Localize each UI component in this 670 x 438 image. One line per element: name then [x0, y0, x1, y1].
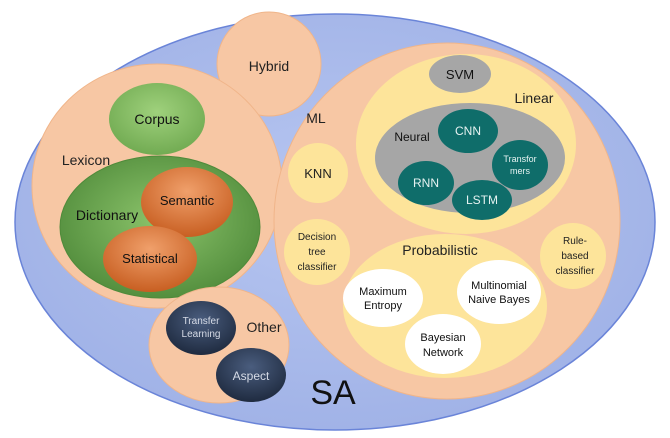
other-label: Other — [246, 319, 281, 335]
decision-tree-label-1: Decision — [298, 232, 336, 243]
decision-tree-label-2: tree — [308, 247, 326, 258]
transfer-learning-node — [166, 301, 236, 355]
multinomial-nb-label-1: Multinomial — [471, 280, 527, 292]
lexicon-label: Lexicon — [62, 152, 110, 168]
corpus-node — [109, 83, 205, 155]
transfer-learning-label-1: Transfer — [183, 316, 221, 327]
rule-based-label-2: based — [561, 251, 588, 262]
decision-tree-label-3: classifier — [298, 262, 338, 273]
maximum-entropy-node — [343, 269, 423, 327]
rule-based-label-1: Rule- — [563, 236, 587, 247]
statistical-node — [103, 226, 197, 292]
multinomial-nb-label-2: Naive Bayes — [468, 294, 530, 306]
decision-tree-node — [284, 219, 350, 285]
hybrid-label: Hybrid — [249, 58, 289, 74]
semantic-node — [141, 167, 233, 237]
bayesian-network-node — [405, 314, 481, 374]
statistical-label: Statistical — [122, 251, 178, 266]
bayesian-network-label-2: Network — [423, 347, 464, 359]
lstm-node — [452, 180, 512, 220]
transformers-label-1: Transfor — [503, 154, 536, 164]
knn-label: KNN — [304, 166, 331, 181]
sa-label: SA — [310, 374, 356, 412]
dictionary-label: Dictionary — [76, 207, 138, 223]
probabilistic-label: Probabilistic — [402, 242, 477, 258]
rnn-label: RNN — [413, 176, 439, 190]
transformers-node — [492, 140, 548, 190]
bayesian-network-label-1: Bayesian — [420, 332, 465, 344]
maximum-entropy-label-1: Maximum — [359, 286, 407, 298]
svm-label: SVM — [446, 67, 474, 82]
semantic-label: Semantic — [160, 193, 215, 208]
linear-label: Linear — [515, 90, 554, 106]
transformers-label-2: mers — [510, 166, 530, 176]
knn-node — [288, 143, 348, 203]
rnn-node — [398, 161, 454, 205]
cnn-label: CNN — [455, 124, 481, 138]
aspect-label: Aspect — [233, 369, 270, 383]
lstm-label: LSTM — [466, 193, 498, 207]
hybrid-region — [216, 11, 322, 117]
rule-based-label-3: classifier — [556, 266, 596, 277]
rule-based-node — [540, 223, 606, 289]
aspect-node — [216, 348, 286, 402]
cnn-node — [438, 109, 498, 153]
neural-label: Neural — [394, 130, 429, 144]
ml-label: ML — [306, 110, 326, 126]
maximum-entropy-label-2: Entropy — [364, 300, 402, 312]
multinomial-nb-node — [457, 260, 541, 324]
transfer-learning-label-2: Learning — [182, 329, 221, 340]
svm-node — [429, 55, 491, 93]
corpus-label: Corpus — [134, 111, 179, 127]
